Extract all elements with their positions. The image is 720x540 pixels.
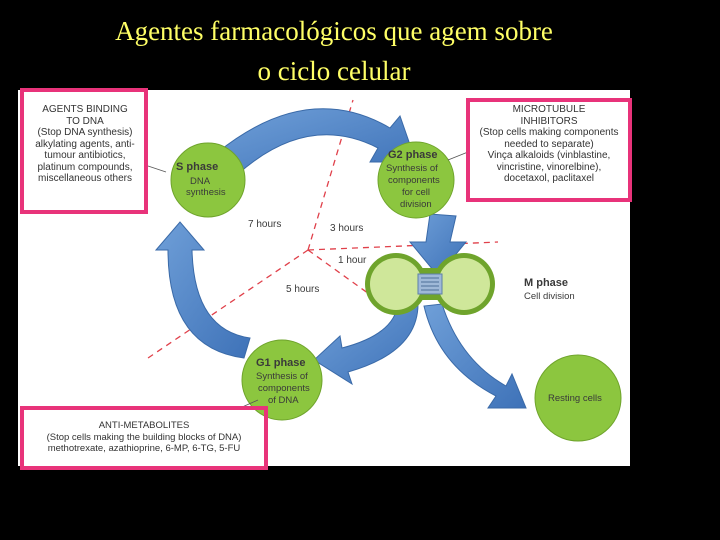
g2-phase-desc-4: division (400, 199, 432, 210)
boundary-line-top (307, 99, 354, 251)
dividing-cell-graphic (365, 253, 495, 315)
dna-binding-line-3: tumour antibiotics, (44, 150, 126, 161)
g1-phase-desc-3: of DNA (268, 395, 299, 406)
microtubule-line-1: (Stop cells making components (479, 127, 619, 138)
s-phase-name: S phase (176, 161, 218, 173)
s-phase-circle (170, 142, 246, 218)
resting-cells-name: Resting cells (548, 393, 602, 404)
boundary-line-right (307, 241, 499, 251)
duration-s-phase: 7 hours (248, 219, 281, 230)
arrow-g2-to-m (408, 213, 468, 277)
dna-binding-heading-2: TO DNA (66, 115, 104, 127)
cell-cycle-diagram: S phase DNA synthesis G2 phase Synthesis… (18, 90, 630, 466)
arrow-s-to-g2 (217, 108, 417, 175)
microtubule-box: MICROTUBULE INHIBITORS (Stop cells makin… (470, 104, 628, 185)
connector-microtubule (447, 151, 469, 161)
microtubule-line-4: vincristine, vinorelbine), (496, 161, 602, 173)
arrow-g1-to-s (154, 221, 251, 359)
m-phase-desc-1: Cell division (524, 291, 575, 302)
antimetabolites-heading-1: ANTI-METABOLITES (98, 420, 190, 431)
slide-title-line-1: Agentes farmacológicos que agem sobre (115, 16, 553, 46)
dna-binding-line-1: (Stop DNA synthesis) (37, 127, 133, 138)
cell-cycle-graphic: S phase DNA synthesis G2 phase Synthesis… (147, 99, 622, 442)
resting-cells-circle (534, 354, 622, 442)
dna-binding-line-4: platinum compounds, (37, 161, 133, 173)
slide-title-line-2: o ciclo celular (257, 56, 411, 86)
g1-phase-circle (241, 339, 323, 421)
g2-phase-desc-1: Synthesis of (386, 163, 438, 174)
g1-phase-desc-1: Synthesis of (256, 371, 308, 382)
microtubule-line-2: needed to separate) (504, 138, 594, 150)
microtubule-heading-1: MICROTUBULE (512, 104, 586, 115)
antimetabolites-line-1: (Stop cells making the building blocks o… (46, 431, 242, 443)
dna-binding-heading-1: AGENTS BINDING (42, 104, 128, 115)
dna-binding-line-5: miscellaneous others (38, 173, 132, 184)
dna-binding-box-frame (20, 88, 148, 214)
microtubule-heading-2: INHIBITORS (520, 115, 578, 127)
duration-m-phase: 1 hour (338, 255, 367, 266)
duration-g1-phase: 5 hours (286, 284, 319, 295)
dna-binding-line-2: alkylating agents, anti- (35, 138, 135, 150)
antimetabolites-box: ANTI-METABOLITES (Stop cells making the … (26, 420, 262, 455)
g2-phase-desc-2: components (388, 175, 440, 186)
antimetabolites-box-frame (20, 406, 268, 470)
microtubule-line-5: docetaxol, paclitaxel (503, 173, 595, 184)
g1-phase-desc-2: components (258, 383, 310, 394)
s-phase-desc-2: synthesis (186, 187, 226, 198)
arrow-m-to-resting (423, 303, 527, 409)
duration-g2-phase: 3 hours (330, 223, 363, 234)
g2-phase-desc-3: for cell (402, 187, 430, 198)
g1-phase-name: G1 phase (256, 357, 306, 369)
microtubule-line-3: Vinça alkaloids (vinblastine, (487, 150, 611, 161)
antimetabolites-line-2: methotrexate, azathioprine, 6-MP, 6-TG, … (47, 443, 241, 454)
dna-binding-box: AGENTS BINDING TO DNA (Stop DNA synthesi… (26, 104, 144, 185)
microtubule-box-frame (466, 98, 632, 202)
connector-dna-binding (147, 165, 167, 173)
g2-phase-circle (377, 141, 455, 219)
s-phase-desc-1: DNA (190, 176, 211, 187)
g2-phase-name: G2 phase (388, 149, 438, 161)
m-phase-name: M phase (524, 277, 568, 289)
